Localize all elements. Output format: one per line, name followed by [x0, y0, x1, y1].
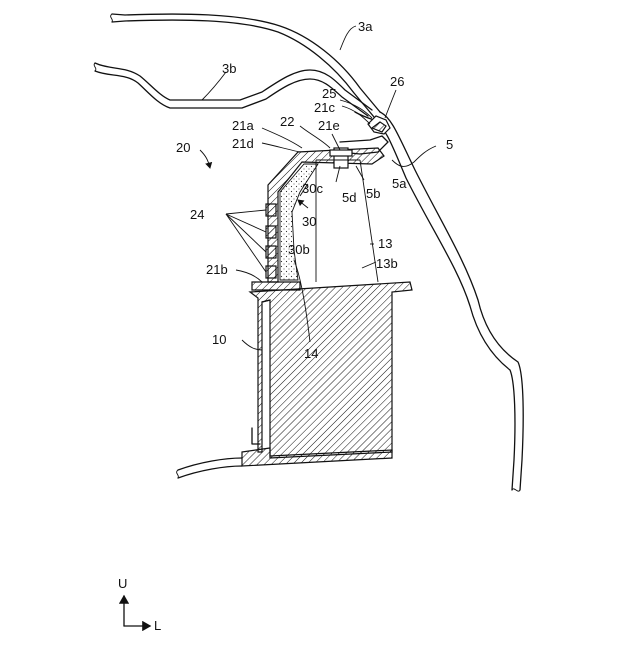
label-21e: 21e — [318, 118, 340, 133]
arrow-30-icon — [298, 200, 308, 208]
label-5a: 5a — [392, 176, 407, 191]
label-21c: 21c — [314, 100, 335, 115]
label-10: 10 — [212, 332, 226, 347]
panel-5 — [374, 112, 523, 491]
label-14: 14 — [304, 346, 318, 361]
orientation-axes: U L — [118, 576, 161, 633]
label-30c: 30c — [302, 181, 323, 196]
axis-up-label: U — [118, 576, 127, 591]
label-3b: 3b — [222, 61, 236, 76]
arrow-20-icon — [200, 150, 210, 168]
label-5: 5 — [446, 137, 453, 152]
axis-left-label: L — [154, 618, 161, 633]
label-20: 20 — [176, 140, 190, 155]
label-5d: 5d — [342, 190, 356, 205]
label-30: 30 — [302, 214, 316, 229]
label-21d: 21d — [232, 136, 254, 151]
label-30b: 30b — [288, 242, 310, 257]
label-3a: 3a — [358, 19, 373, 34]
channel-10 — [177, 282, 412, 478]
label-26: 26 — [390, 74, 404, 89]
panel-3a — [111, 14, 380, 117]
label-21b: 21b — [206, 262, 228, 277]
airbag-13 — [316, 160, 378, 282]
label-5b: 5b — [366, 186, 380, 201]
label-24: 24 — [190, 207, 204, 222]
label-13b: 13b — [376, 256, 398, 271]
label-21a: 21a — [232, 118, 254, 133]
label-25: 25 — [322, 86, 336, 101]
label-13: 13 — [378, 236, 392, 251]
label-22: 22 — [280, 114, 294, 129]
